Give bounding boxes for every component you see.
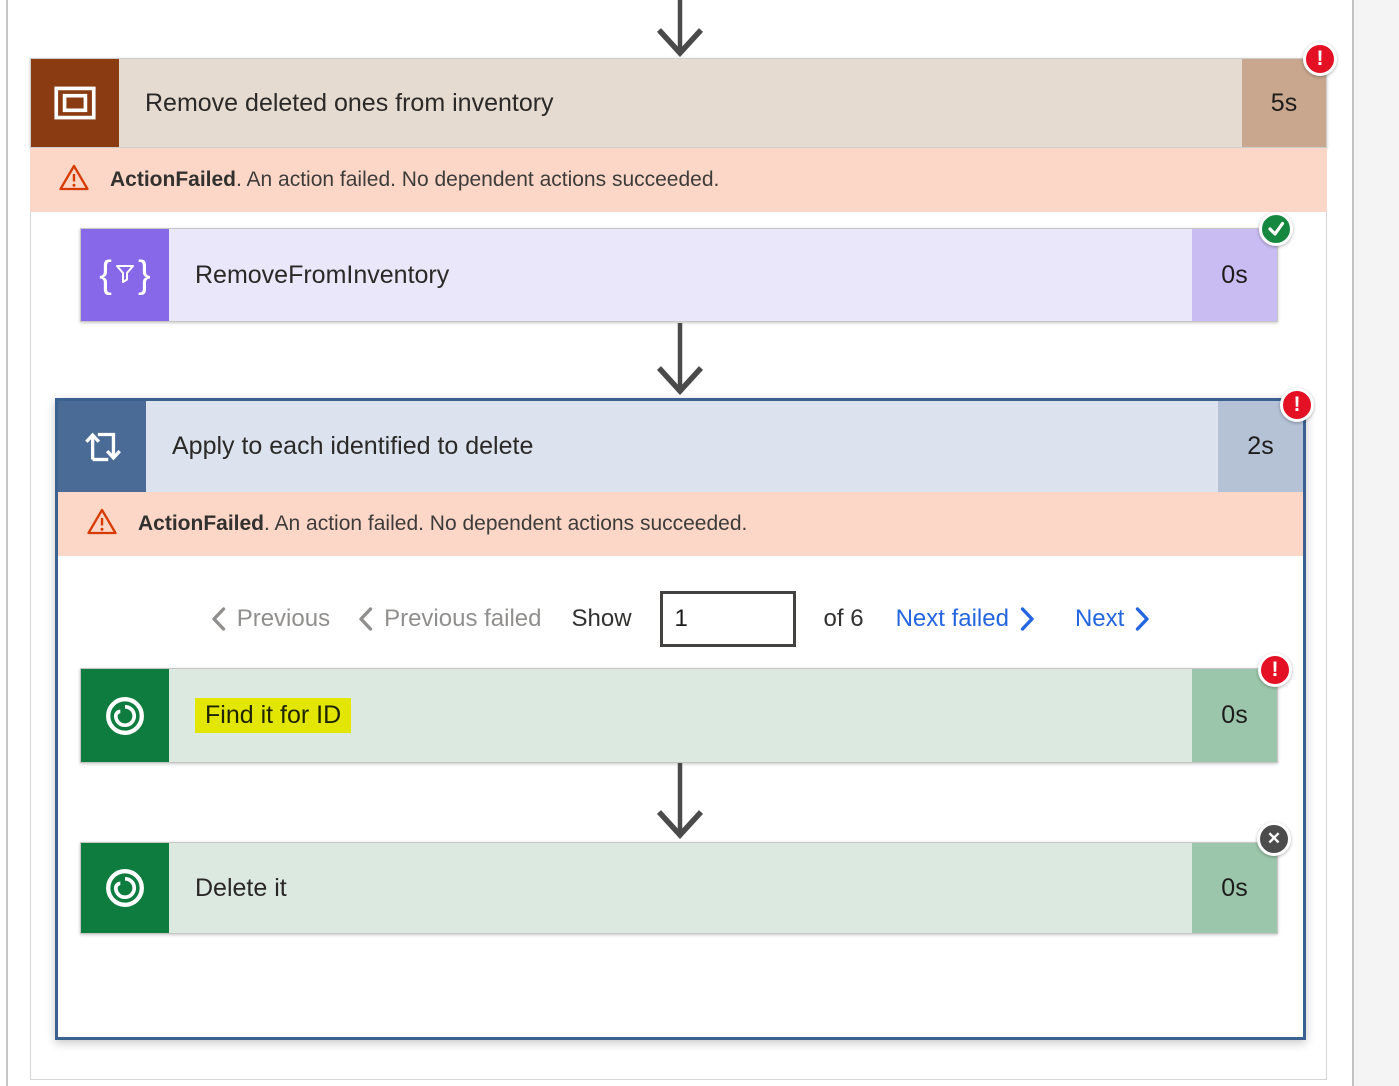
connector-arrow-down-icon [656, 763, 704, 839]
warning-triangle-icon [58, 163, 90, 198]
scope-icon [31, 59, 119, 147]
error-status-badge: ! [1258, 653, 1292, 687]
previous-button[interactable]: Previous [211, 605, 330, 633]
canvas-left-edge [6, 0, 8, 1086]
filter-braces-icon: { } [81, 229, 169, 321]
show-label: Show [571, 605, 632, 632]
iteration-number-input[interactable] [659, 591, 796, 647]
action-card-delete-it[interactable]: Delete it 0s [80, 842, 1278, 934]
error-banner: ActionFailed. An action failed. No depen… [30, 148, 1327, 212]
action-card-apply-to-each[interactable]: Apply to each identified to delete 2s [58, 401, 1303, 492]
error-code: ActionFailed [110, 168, 237, 191]
previous-failed-label: Previous failed [384, 605, 542, 632]
error-text: ActionFailed. An action failed. No depen… [138, 512, 747, 536]
action-title: Apply to each identified to delete [146, 401, 1218, 492]
action-title: Find it for ID [169, 669, 1192, 762]
next-label: Next [1074, 605, 1125, 632]
error-status-badge: ! [1303, 42, 1337, 76]
error-message: . An action failed. No dependent actions… [236, 168, 720, 191]
next-failed-button[interactable]: Next failed [896, 605, 1035, 633]
success-status-badge [1259, 212, 1293, 246]
previous-failed-button[interactable]: Previous failed [358, 605, 541, 633]
iteration-pager: Previous Previous failed Show of 6 Next … [58, 579, 1303, 659]
dataverse-icon [81, 843, 169, 933]
skipped-status-badge: ✕ [1257, 822, 1291, 856]
connector-arrow-down-icon [656, 323, 704, 395]
highlighted-title: Find it for ID [195, 698, 352, 733]
canvas-right-gutter [1352, 0, 1399, 1086]
action-title: Delete it [169, 843, 1192, 933]
iteration-total-label: of 6 [823, 605, 864, 632]
action-duration: 0s [1192, 229, 1277, 321]
loop-icon [58, 401, 146, 492]
error-banner: ActionFailed. An action failed. No depen… [58, 492, 1303, 556]
error-text: ActionFailed. An action failed. No depen… [110, 168, 719, 192]
next-failed-label: Next failed [895, 605, 1009, 632]
action-duration: 0s [1192, 843, 1277, 933]
action-card-remove-deleted-ones[interactable]: Remove deleted ones from inventory 5s [30, 58, 1327, 148]
apply-to-each-scope: Apply to each identified to delete 2s Ac… [55, 398, 1306, 1040]
action-card-remove-from-inventory[interactable]: { } RemoveFromInventory 0s [80, 228, 1278, 322]
dataverse-icon [81, 669, 169, 762]
error-message: . An action failed. No dependent actions… [264, 512, 748, 535]
action-title: Remove deleted ones from inventory [119, 59, 1242, 147]
error-status-badge: ! [1280, 388, 1314, 422]
connector-arrow-down-icon [656, 0, 704, 57]
action-duration: 0s [1192, 669, 1277, 762]
warning-triangle-icon [86, 507, 118, 542]
action-title: RemoveFromInventory [169, 229, 1192, 321]
previous-label: Previous [236, 605, 331, 632]
action-card-find-it-for-id[interactable]: Find it for ID 0s [80, 668, 1278, 763]
error-code: ActionFailed [138, 512, 265, 535]
scope-content-outline [30, 212, 1327, 1080]
next-button[interactable]: Next [1075, 605, 1150, 633]
